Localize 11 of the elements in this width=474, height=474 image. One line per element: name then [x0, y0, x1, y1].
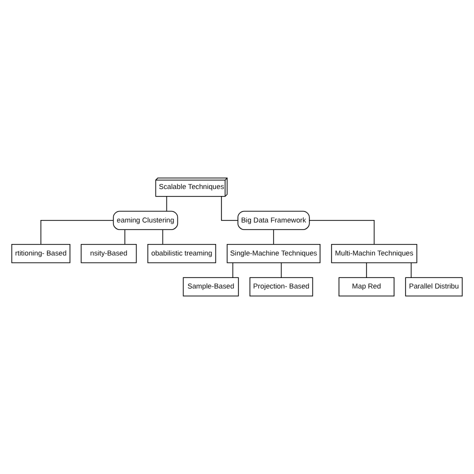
connector: [273, 229, 274, 245]
connector: [221, 196, 238, 221]
connector: [410, 262, 412, 278]
connector: [280, 262, 282, 278]
connector: [40, 220, 114, 245]
connector: [308, 220, 375, 245]
connector: [124, 229, 126, 245]
connector: [166, 196, 168, 212]
connector: [366, 262, 367, 278]
connector: [232, 262, 234, 278]
connector: [162, 229, 164, 245]
